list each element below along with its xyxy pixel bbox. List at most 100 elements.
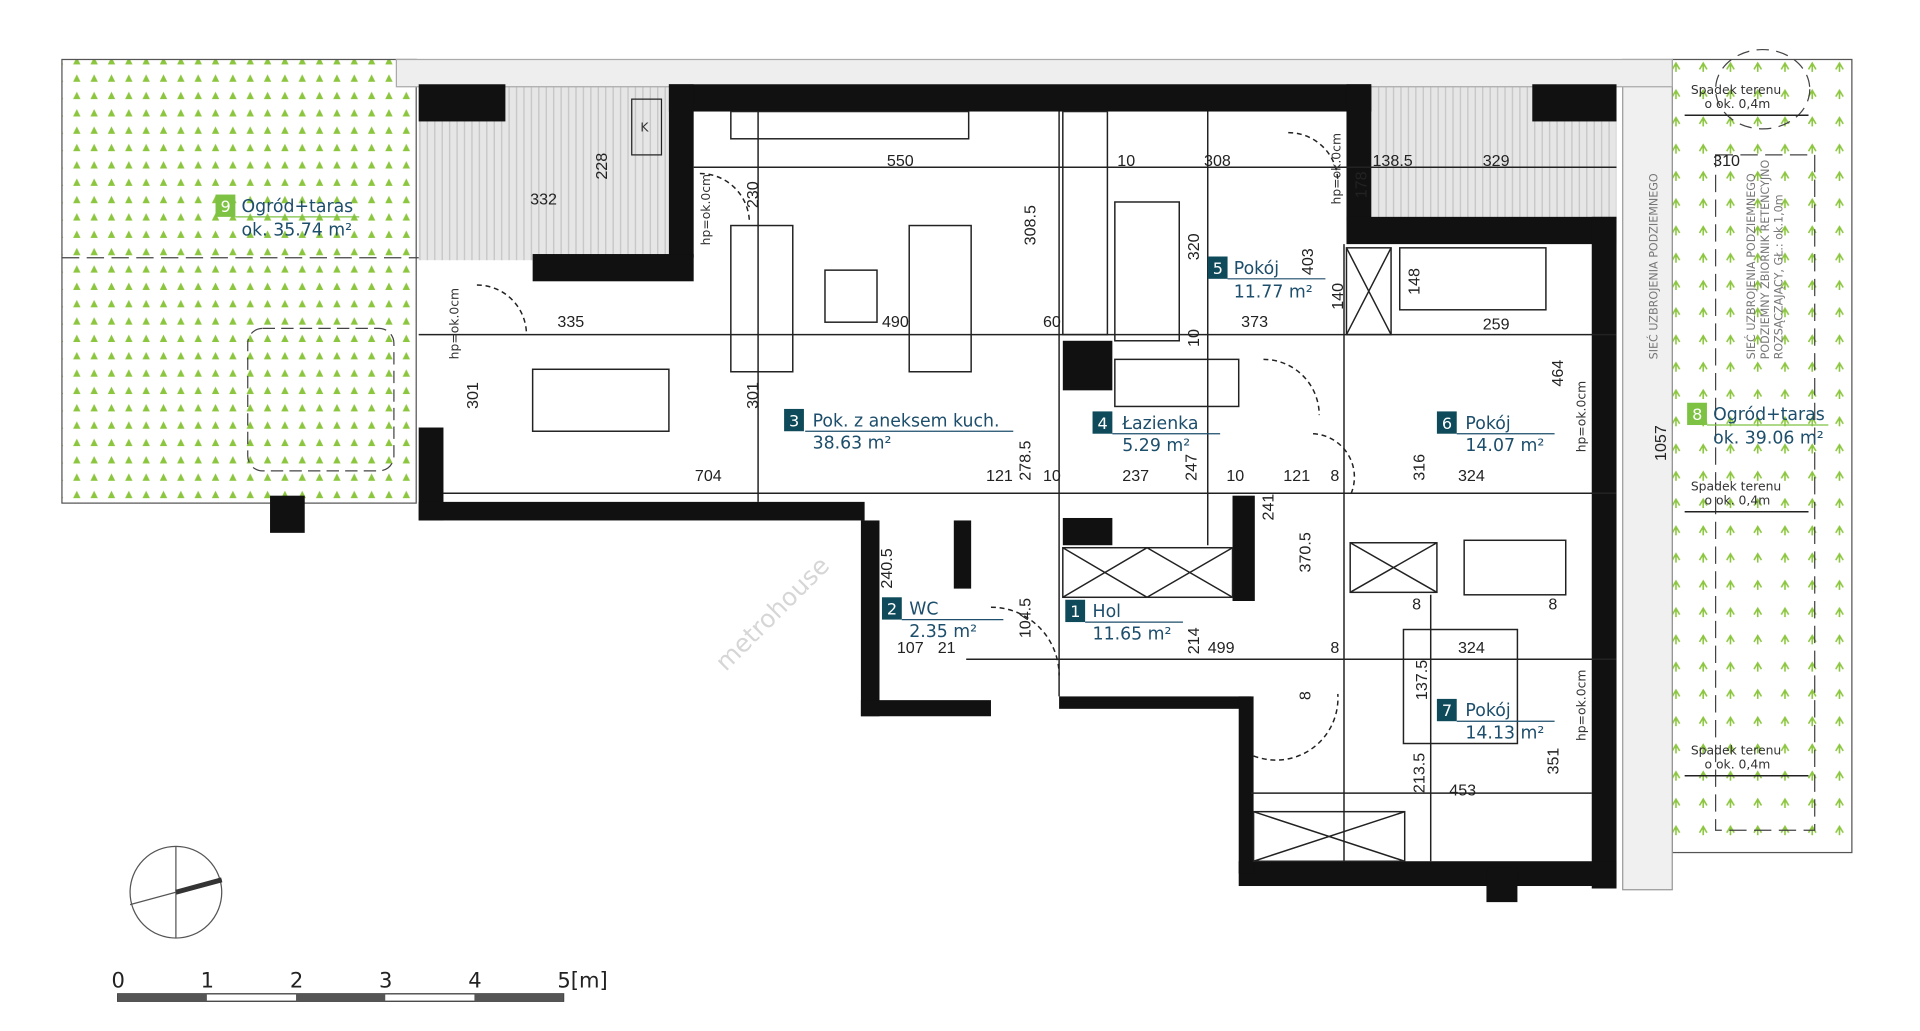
svg-text:104.5: 104.5 (1017, 598, 1035, 638)
svg-text:11.77 m²: 11.77 m² (1234, 282, 1313, 302)
svg-text:329: 329 (1483, 152, 1510, 170)
svg-text:335: 335 (557, 313, 584, 331)
svg-text:2: 2 (290, 968, 303, 993)
svg-text:324: 324 (1458, 467, 1485, 485)
svg-text:308.5: 308.5 (1022, 205, 1040, 245)
svg-text:8: 8 (1297, 691, 1315, 700)
svg-text:1: 1 (201, 968, 214, 993)
svg-text:38.63 m²: 38.63 m² (813, 434, 892, 454)
internal-lines (418, 110, 1617, 862)
svg-text:Spadek terenu: Spadek terenu (1691, 83, 1781, 97)
svg-text:Ogród+taras: Ogród+taras (1713, 405, 1825, 425)
room-label-7: 7 Pokój 14.13 m² (1436, 698, 1555, 744)
outer-walkway (395, 58, 1673, 88)
svg-text:351: 351 (1544, 748, 1562, 775)
svg-text:8: 8 (1330, 467, 1339, 485)
svg-text:138.5: 138.5 (1372, 152, 1412, 170)
svg-text:Pokój: Pokój (1234, 259, 1279, 279)
svg-text:14.13 m²: 14.13 m² (1465, 724, 1544, 744)
svg-text:137.5: 137.5 (1413, 660, 1431, 700)
svg-text:704: 704 (695, 467, 722, 485)
svg-text:241: 241 (1259, 494, 1277, 521)
svg-text:8: 8 (1412, 596, 1421, 614)
svg-text:2.35 m²: 2.35 m² (909, 622, 977, 642)
svg-text:310: 310 (1713, 152, 1740, 170)
svg-text:4: 4 (1097, 414, 1107, 433)
svg-text:8: 8 (1692, 405, 1702, 424)
compass-icon (129, 845, 223, 939)
svg-text:hp=ok.0cm: hp=ok.0cm (1329, 133, 1343, 204)
svg-text:5.29 m²: 5.29 m² (1122, 436, 1190, 456)
svg-text:5[m]: 5[m] (557, 968, 607, 993)
fridge-label: K (640, 120, 649, 134)
room-label-2: 2 WC 2.35 m² (881, 597, 1004, 642)
garden-8 (1622, 48, 1853, 891)
svg-text:278.5: 278.5 (1017, 440, 1035, 480)
room-label-6: 6 Pokój 14.07 m² (1436, 411, 1555, 456)
svg-text:Ogród+taras: Ogród+taras (242, 197, 354, 217)
svg-text:140: 140 (1329, 283, 1347, 310)
svg-text:hp=ok.0cm: hp=ok.0cm (1575, 381, 1589, 452)
room-label-5: 5 Pokój 11.77 m² (1207, 256, 1326, 302)
svg-text:107: 107 (897, 639, 924, 657)
svg-text:121: 121 (1283, 467, 1310, 485)
svg-text:o ok. 0,4m: o ok. 0,4m (1704, 757, 1770, 771)
svg-text:370.5: 370.5 (1297, 532, 1315, 572)
room-label-4: 4 Łazienka 5.29 m² (1092, 411, 1221, 456)
svg-text:230: 230 (744, 181, 762, 208)
svg-text:2: 2 (887, 600, 897, 619)
svg-text:3: 3 (789, 411, 799, 430)
svg-text:259: 259 (1483, 316, 1510, 334)
svg-text:0: 0 (111, 968, 124, 993)
svg-text:ok. 39.06 m²: ok. 39.06 m² (1713, 429, 1824, 449)
svg-text:hp=ok.0cm: hp=ok.0cm (1575, 670, 1589, 741)
svg-text:10: 10 (1117, 152, 1135, 170)
svg-text:10: 10 (1226, 467, 1244, 485)
svg-text:324: 324 (1458, 639, 1485, 657)
fridge (631, 98, 663, 156)
svg-text:214: 214 (1185, 627, 1203, 654)
svg-text:247: 247 (1183, 454, 1201, 481)
svg-text:213.5: 213.5 (1411, 753, 1429, 793)
svg-text:60: 60 (1043, 313, 1061, 331)
retention-note: SIEĆ UZBROJENIA PODZIEMNEGO PODZIEMNY ZB… (1647, 160, 1785, 360)
svg-text:WC: WC (909, 600, 938, 620)
svg-text:490: 490 (882, 313, 909, 331)
svg-text:148: 148 (1406, 268, 1424, 295)
svg-text:550: 550 (887, 152, 914, 170)
svg-text:308: 308 (1204, 152, 1231, 170)
scale-bar: 0 1 2 3 4 5[m] (111, 968, 608, 1002)
svg-text:Spadek terenu: Spadek terenu (1691, 480, 1781, 494)
svg-text:7: 7 (1442, 701, 1452, 720)
svg-text:301: 301 (464, 382, 482, 409)
room-label-3: 3 Pok. z aneksem kuch. 38.63 m² (784, 408, 1014, 454)
garden-9 (61, 58, 533, 504)
svg-text:Spadek terenu: Spadek terenu (1691, 744, 1781, 758)
svg-text:240.5: 240.5 (878, 548, 896, 588)
svg-text:237: 237 (1122, 467, 1149, 485)
svg-text:332: 332 (530, 190, 557, 208)
room-label-8: 8 Ogród+taras ok. 39.06 m² (1687, 402, 1829, 449)
dimensions: 550 332 228 230 308.5 10 308 138.5 329 1… (464, 152, 1740, 800)
svg-text:121: 121 (986, 467, 1013, 485)
svg-text:5: 5 (1213, 259, 1223, 278)
watermark: metrohouse (709, 551, 835, 677)
svg-text:373: 373 (1241, 313, 1268, 331)
svg-text:ok. 35.74 m²: ok. 35.74 m² (242, 220, 353, 240)
room-label-1: 1 Hol 11.65 m² (1065, 599, 1183, 644)
walls (270, 84, 1617, 903)
svg-text:8: 8 (1548, 596, 1557, 614)
svg-text:464: 464 (1549, 360, 1567, 387)
svg-text:228: 228 (593, 153, 611, 180)
svg-text:6: 6 (1442, 414, 1452, 433)
svg-text:9: 9 (220, 197, 230, 216)
svg-text:14.07 m²: 14.07 m² (1465, 436, 1544, 456)
svg-text:499: 499 (1208, 639, 1235, 657)
svg-text:SIEĆ UZBROJENIA PODZIEMNEGO: SIEĆ UZBROJENIA PODZIEMNEGO (1647, 173, 1660, 359)
svg-text:o ok. 0,4m: o ok. 0,4m (1704, 493, 1770, 507)
svg-text:453: 453 (1449, 782, 1476, 800)
svg-text:SIEĆ UZBROJENIA PODZIEMNEGO: SIEĆ UZBROJENIA PODZIEMNEGO (1745, 173, 1758, 359)
svg-text:hp=ok.0cm: hp=ok.0cm (699, 174, 713, 245)
